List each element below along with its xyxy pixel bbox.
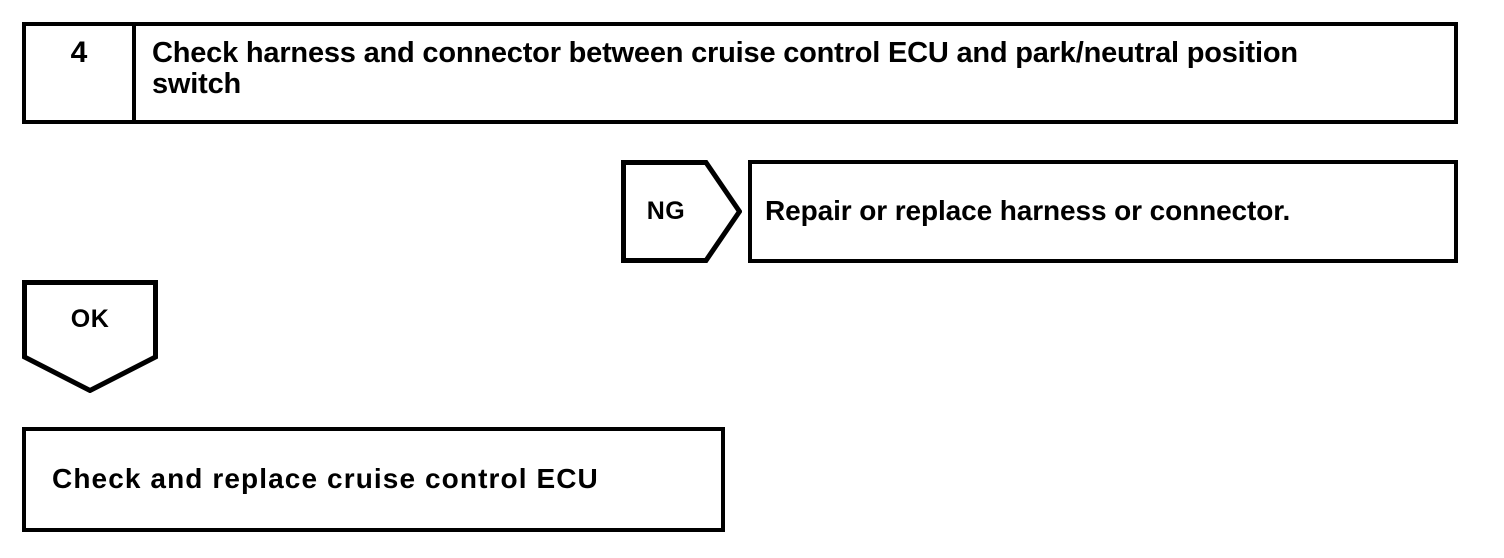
ng-branch-label: NG (646, 197, 686, 225)
step-number: 4 (70, 36, 88, 69)
ng-result-text: Repair or replace harness or connector. (765, 195, 1291, 227)
ok-arrow-pentagon-icon (22, 280, 158, 393)
ng-arrow-pentagon-icon (621, 160, 742, 263)
ok-result-text: Check and replace cruise control ECU (52, 463, 599, 495)
ok-branch-label: OK (70, 304, 110, 333)
ng-result-box: Repair or replace harness or connector. (748, 160, 1458, 263)
step-box: 4 Check harness and connector between cr… (22, 22, 1458, 124)
step-instruction-cell: Check harness and connector between crui… (136, 26, 1454, 120)
step-number-cell: 4 (26, 26, 136, 120)
step-instruction-text: Check harness and connector between crui… (152, 37, 1298, 101)
ok-result-box: Check and replace cruise control ECU (22, 427, 725, 532)
